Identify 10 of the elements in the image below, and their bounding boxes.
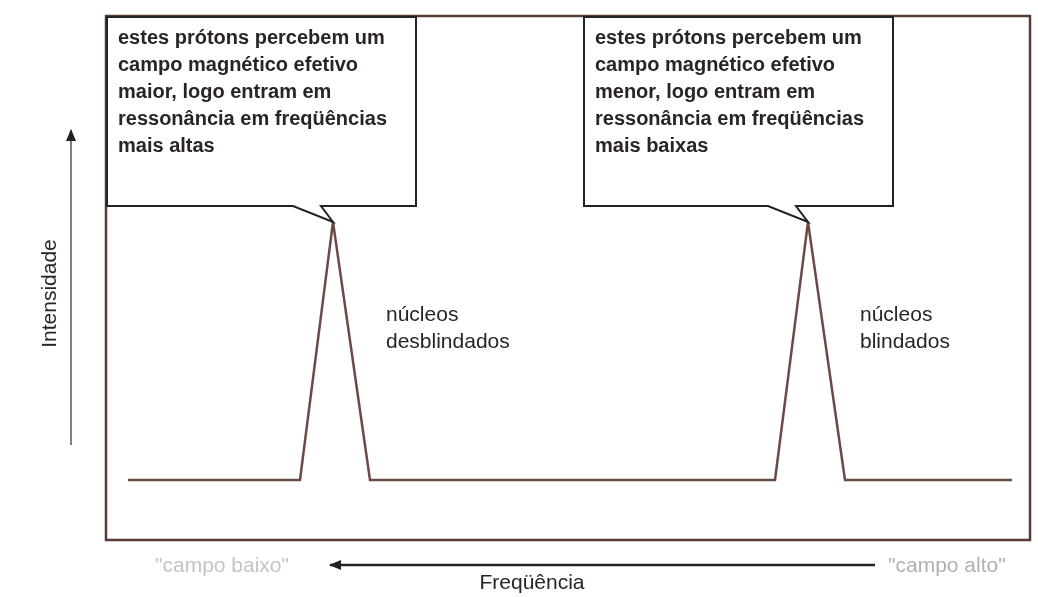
callout-text: estes prótons percebem um campo magnético efetivo menor, logo entram em ressonância em freqüências mais baixas (595, 25, 865, 158)
axis-label: Freqüência (478, 569, 586, 595)
callout-text: estes prótons percebem um campo magnético efetivo maior, logo entram em ressonância em freqüências mais altas (118, 25, 388, 158)
peak-label: núcleos desblindados (386, 301, 511, 354)
axis-end-label: "campo baixo" (155, 552, 290, 578)
axis-label: Intensidade (35, 239, 61, 348)
axis-end-label: "campo alto" (888, 552, 1007, 578)
peak-label: núcleos blindados (860, 301, 951, 354)
callout-bubble (583, 16, 895, 224)
callout-bubble (106, 16, 418, 224)
